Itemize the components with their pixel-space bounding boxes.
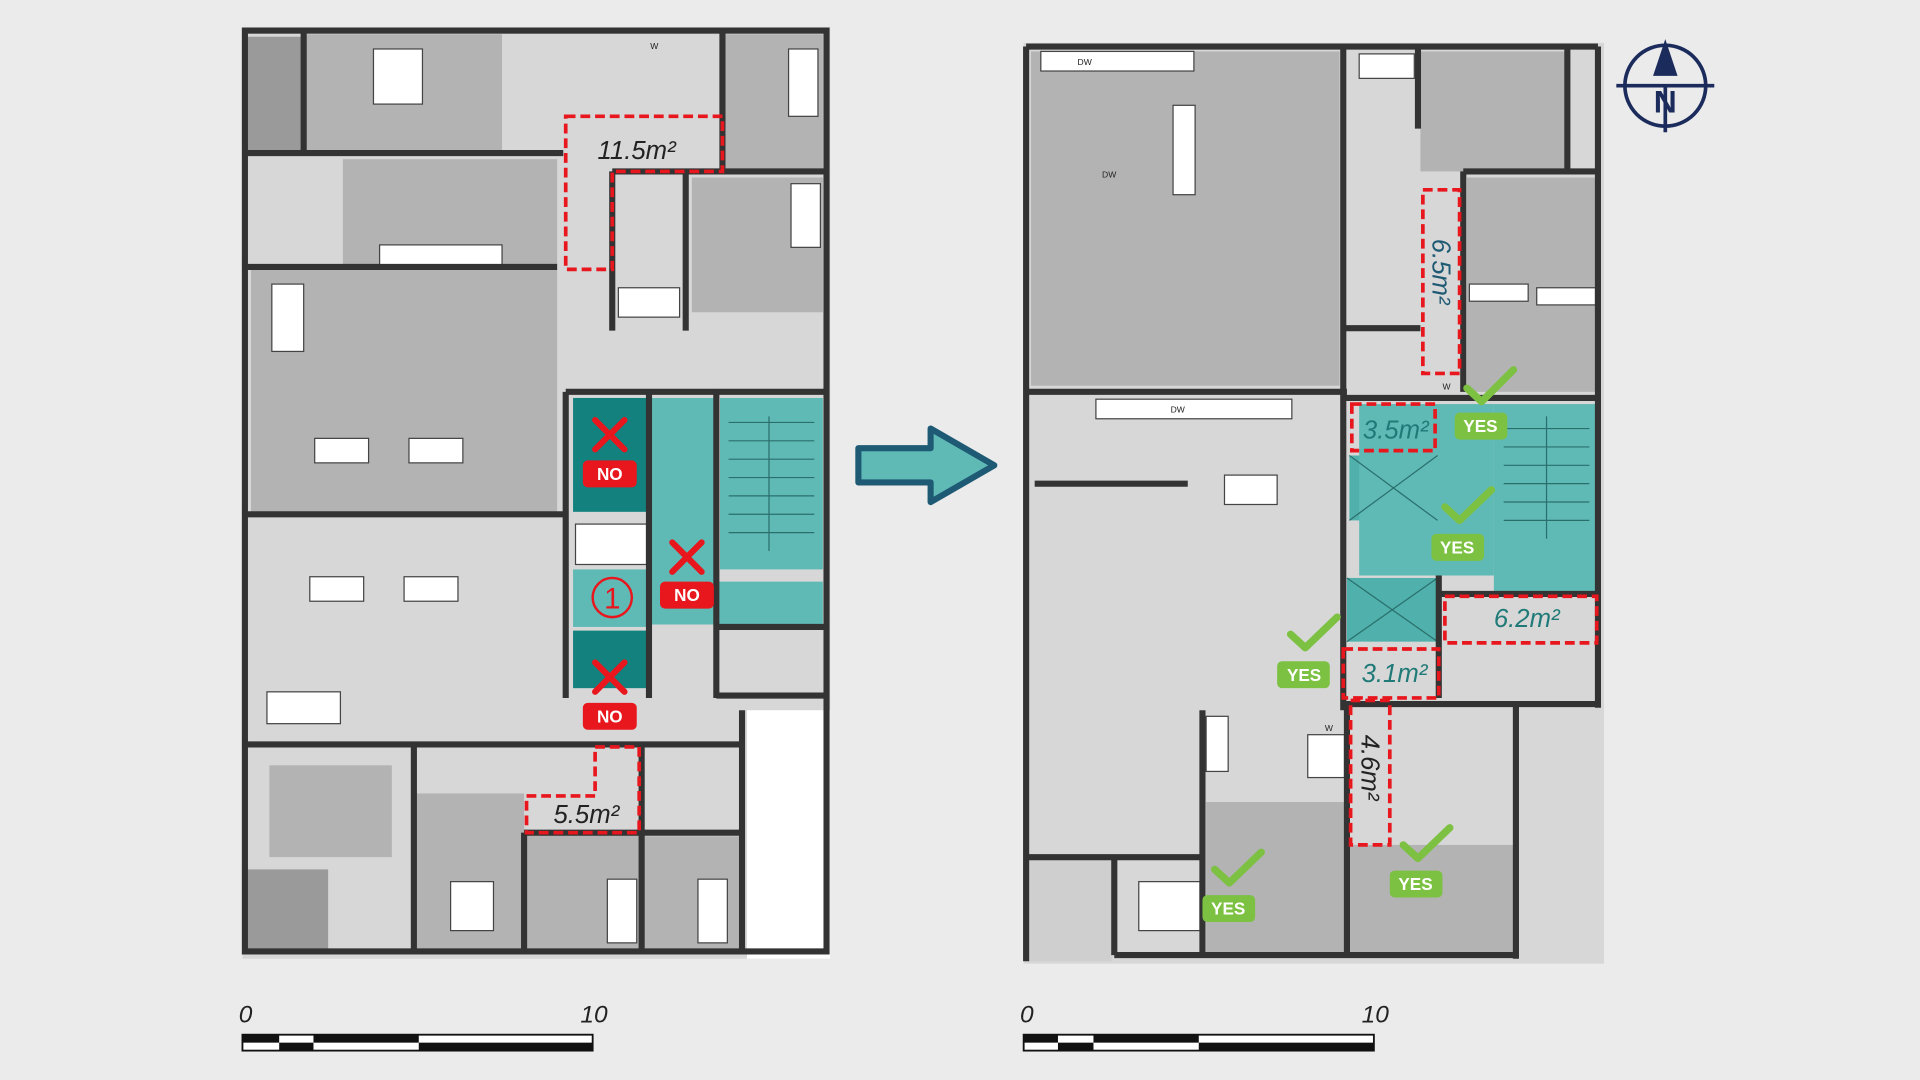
- area-label-4-6: 4.6m²: [1356, 735, 1384, 802]
- terrace-after: [1026, 857, 1112, 962]
- area-label-3-1: 3.1m²: [1362, 660, 1429, 688]
- no-verdict-1: NO: [582, 416, 637, 488]
- washer-label-before: W: [650, 41, 659, 51]
- area-label-6-2: 6.2m²: [1494, 605, 1561, 633]
- check-icon: [1286, 613, 1341, 652]
- area-outline-5-5: [524, 745, 642, 835]
- yes-badge-label: YES: [1211, 899, 1245, 919]
- scale-end: 10: [1362, 1001, 1390, 1028]
- elevator-crosses: [1346, 455, 1438, 643]
- check-icon: [1399, 824, 1454, 863]
- yes-verdict-2: YES: [1431, 486, 1496, 561]
- yes-verdict-1: YES: [1454, 366, 1518, 440]
- check-icon: [1463, 366, 1518, 406]
- washer-label-2: W: [1325, 723, 1334, 733]
- yes-badge-label: YES: [1440, 537, 1474, 557]
- no-verdict-2: NO: [660, 539, 714, 609]
- bathroom-top: [526, 34, 723, 114]
- area-outline-3-5: [1350, 402, 1437, 453]
- no-badge-label: NO: [597, 464, 623, 484]
- balcony-top: [244, 36, 302, 154]
- stairwell-before: [720, 397, 823, 570]
- area-outline-6-2: [1443, 594, 1599, 645]
- area-label-3-5: 3.5m²: [1363, 416, 1430, 444]
- yes-badge-label: YES: [1463, 416, 1497, 436]
- area-outline-4-6: [1348, 698, 1392, 847]
- no-badge-label: NO: [674, 585, 700, 605]
- dishwasher-label-3: DW: [1102, 170, 1117, 180]
- cross-icon: [669, 539, 705, 575]
- compass-north-label: N: [1654, 84, 1677, 120]
- furniture-before: [266, 48, 822, 944]
- elevator-shaft-1: [573, 397, 647, 512]
- balcony-bottom: [244, 869, 329, 953]
- yes-verdict-5: YES: [1389, 824, 1454, 898]
- after-floor-plan: DW DW W DW W 6.5m² 3.5m² 6.2m² 3.1m² 4.6…: [1020, 42, 1605, 1052]
- stairs-before: [728, 416, 815, 552]
- area-outline-11-5: [563, 114, 725, 272]
- scale-start: 0: [239, 1001, 253, 1028]
- washer-label-1: W: [1442, 381, 1451, 391]
- north-compass-icon: N: [1616, 39, 1715, 133]
- scale-end: 10: [580, 1001, 608, 1028]
- stairs-after: [1503, 416, 1590, 539]
- before-plan-outdoor: [746, 710, 831, 959]
- corridor-extension: [716, 581, 823, 625]
- before-floor-plan: W 11.5m² 5.5m² 1 NO: [239, 26, 831, 1052]
- scale-start: 0: [1020, 1001, 1034, 1028]
- no-verdict-3: NO: [582, 659, 637, 730]
- scale-bar-after: 0 10: [1020, 1001, 1390, 1052]
- marker-circle: [591, 576, 634, 619]
- yes-badge-label: YES: [1287, 665, 1321, 685]
- dishwasher-label-1: DW: [1078, 57, 1093, 67]
- bedroom-top-after: [1420, 51, 1568, 172]
- cross-icon: [592, 659, 628, 695]
- arrow-right-icon: [855, 425, 998, 506]
- kitchen-bottom: [269, 765, 392, 858]
- area-label-11-5: 11.5m²: [598, 137, 678, 165]
- yes-verdict-3: YES: [1277, 613, 1341, 689]
- area-outline-6-5: [1421, 187, 1462, 376]
- cross-icon: [592, 416, 628, 453]
- marker-number: 1: [604, 583, 620, 616]
- yes-verdict-4: YES: [1202, 848, 1265, 923]
- area-label-6-5: 6.5m²: [1427, 239, 1455, 306]
- check-icon: [1211, 848, 1265, 887]
- scale-bar-before: 0 10: [239, 1001, 608, 1052]
- furniture-after: [1040, 50, 1597, 932]
- bedroom-bottom-after-b: [1349, 844, 1515, 958]
- dishwasher-label-2: DW: [1171, 405, 1186, 415]
- yes-badge-label: YES: [1398, 874, 1432, 894]
- check-icon: [1441, 486, 1496, 525]
- no-badge-label: NO: [597, 706, 623, 726]
- area-label-5-5: 5.5m²: [553, 801, 620, 829]
- area-outline-3-1: [1341, 647, 1441, 700]
- kitchen-living-after: [1031, 51, 1340, 386]
- walls-after: [1023, 43, 1602, 962]
